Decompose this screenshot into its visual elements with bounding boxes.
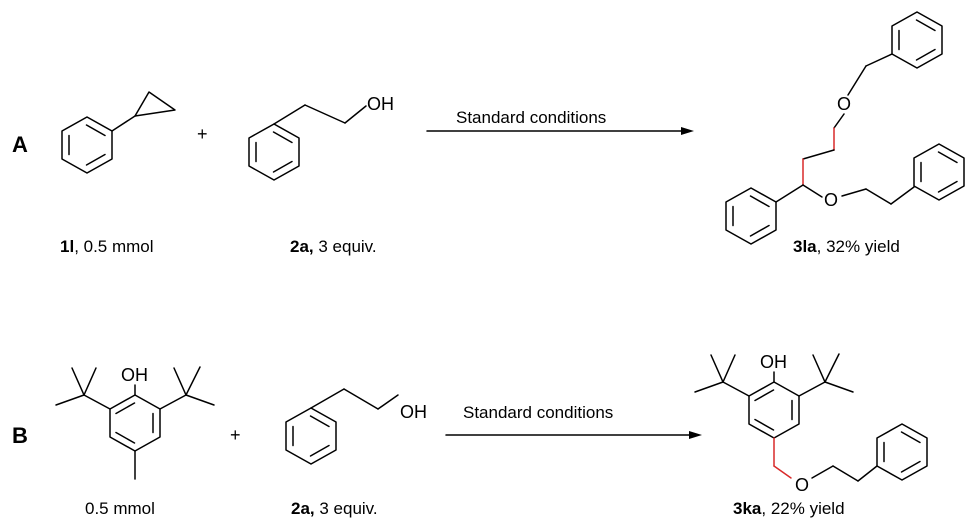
panel-label-a: A [12, 132, 28, 157]
oh-label-3ka: OH [760, 352, 787, 372]
molecule-3la-product [725, 11, 965, 245]
molecule-2a-phenylethanol-a [248, 104, 367, 181]
compound-label-1l: 1l, 0.5 mmol [60, 237, 154, 256]
compound-label-3la: 3la, 32% yield [793, 237, 900, 256]
molecule-3ka-product [694, 353, 928, 482]
molecule-bht [55, 366, 215, 480]
plus-sign-b: + [230, 425, 241, 445]
compound-label-bht: 0.5 mmol [85, 499, 155, 518]
o-label-3la-bottom: O [824, 190, 838, 210]
conditions-label-b: Standard conditions [463, 403, 613, 422]
o-label-3ka: O [795, 475, 809, 495]
reaction-arrow-b [445, 431, 702, 439]
compound-label-2a-a: 2a, 3 equiv. [290, 237, 377, 256]
o-label-3la-top: O [837, 94, 851, 114]
panel-label-b: B [12, 423, 28, 448]
oh-label-bht: OH [121, 365, 148, 385]
molecule-2a-phenylethanol-b [285, 388, 399, 465]
molecule-1l-phenylcyclopropane [61, 91, 176, 174]
conditions-label-a: Standard conditions [456, 108, 606, 127]
oh-label-2a-b: OH [400, 402, 427, 422]
plus-sign-a: + [197, 124, 208, 144]
oh-label-2a-a: OH [367, 94, 394, 114]
compound-label-2a-b: 2a, 3 equiv. [291, 499, 378, 518]
reaction-arrow-a [426, 127, 694, 135]
compound-label-3ka: 3ka, 22% yield [733, 499, 845, 518]
